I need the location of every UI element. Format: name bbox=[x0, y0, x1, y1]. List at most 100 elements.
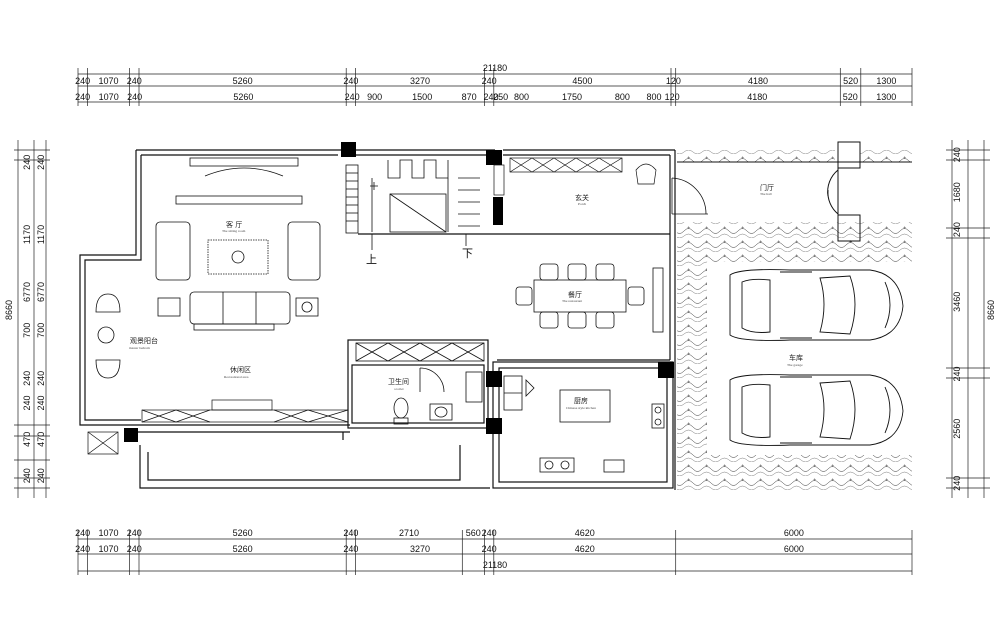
dimension-label: 240 bbox=[22, 395, 32, 410]
bottom-total-dimension: 21180 bbox=[483, 560, 507, 570]
dimension-label: 470 bbox=[36, 432, 46, 447]
dining-table bbox=[515, 263, 664, 333]
living-room-furniture bbox=[155, 157, 321, 331]
dimension-label: 5260 bbox=[233, 528, 253, 538]
dimension-label: 240 bbox=[127, 544, 142, 554]
dimension-label: 1070 bbox=[98, 76, 118, 86]
dining-label-en: The restaurant bbox=[562, 299, 582, 303]
leisure-area-label-en: Recreational area bbox=[224, 375, 249, 379]
walls bbox=[79, 149, 676, 490]
dimension-label: 900 bbox=[367, 92, 382, 102]
left-total-dimension: 8660 bbox=[4, 300, 14, 320]
living-room-label: 客 厅 bbox=[226, 220, 242, 229]
dimension-label: 240 bbox=[952, 222, 962, 237]
stairs-down-label: 下 bbox=[462, 247, 473, 260]
hall-label-en: The hall bbox=[760, 192, 772, 196]
dimension-label: 240 bbox=[22, 155, 32, 170]
dimension-label: 240 bbox=[75, 92, 90, 102]
dimension-label: 240 bbox=[952, 366, 962, 381]
dimension-label: 6000 bbox=[784, 528, 804, 538]
garage-label: 车库 bbox=[789, 353, 803, 362]
top-dimensions bbox=[77, 68, 913, 106]
dimension-label: 4620 bbox=[575, 528, 595, 538]
dimension-label: 240 bbox=[36, 155, 46, 170]
dimension-label: 240 bbox=[483, 92, 498, 102]
staircase bbox=[345, 159, 480, 250]
bathroom-fixtures bbox=[355, 342, 485, 425]
right-dimensions bbox=[946, 140, 990, 498]
dimension-label: 3270 bbox=[410, 544, 430, 554]
dimension-label: 120 bbox=[665, 92, 680, 102]
balcony-label-en: master bedrom bbox=[129, 346, 150, 350]
bottom-dimensions bbox=[77, 530, 913, 575]
dimension-label: 1070 bbox=[99, 92, 119, 102]
dimension-label: 240 bbox=[952, 147, 962, 162]
dimension-label: 1300 bbox=[876, 92, 896, 102]
dimension-label: 240 bbox=[127, 528, 142, 538]
dimension-label: 1500 bbox=[412, 92, 432, 102]
dimension-label: 560 bbox=[466, 528, 481, 538]
top-total-dimension: 21180 bbox=[483, 63, 507, 73]
kitchen-label-en: Chinese style kitchen bbox=[566, 406, 596, 410]
hall-walls bbox=[677, 141, 912, 242]
dimension-label: 240 bbox=[127, 92, 142, 102]
dimension-label: 3460 bbox=[952, 292, 962, 312]
dimension-label: 240 bbox=[952, 476, 962, 491]
dimension-label: 240 bbox=[482, 76, 497, 86]
dimension-label: 700 bbox=[22, 323, 32, 338]
entry-door bbox=[671, 177, 708, 215]
dimension-label: 800 bbox=[514, 92, 529, 102]
porch-label-en: Porch bbox=[578, 202, 586, 206]
dimension-label: 1070 bbox=[98, 544, 118, 554]
left-mid-dimension: 6770 bbox=[22, 282, 32, 302]
car-icon bbox=[729, 374, 904, 446]
dimension-label: 2560 bbox=[952, 419, 962, 439]
dimension-label: 800 bbox=[646, 92, 661, 102]
dimension-label: 240 bbox=[482, 544, 497, 554]
dimension-label: 4500 bbox=[572, 76, 592, 86]
right-total-dimension: 8660 bbox=[986, 300, 996, 320]
dimension-label: 240 bbox=[345, 92, 360, 102]
dimension-label: 4180 bbox=[748, 76, 768, 86]
structural-columns bbox=[124, 142, 674, 442]
leisure-area-label: 休闲区 bbox=[230, 365, 251, 374]
dimension-label: 240 bbox=[22, 371, 32, 386]
dimension-label: 5260 bbox=[233, 76, 253, 86]
dimension-label: 240 bbox=[36, 371, 46, 386]
dimension-label: 4180 bbox=[747, 92, 767, 102]
porch-label: 玄关 bbox=[575, 193, 589, 202]
garage-label-en: The garage bbox=[787, 363, 803, 367]
balcony-chairs bbox=[95, 293, 121, 379]
stairs-up-label: 上 bbox=[366, 253, 377, 266]
dimension-label: 1170 bbox=[22, 225, 32, 244]
dimension-label: 250 bbox=[493, 92, 508, 102]
dimension-label: 5260 bbox=[233, 544, 253, 554]
dimension-label: 240 bbox=[75, 528, 90, 538]
toilet-label-en: a toilet bbox=[394, 387, 404, 391]
dimension-label: 120 bbox=[666, 76, 681, 86]
dimension-label: 240 bbox=[36, 395, 46, 410]
dimension-label: 1300 bbox=[876, 76, 896, 86]
car-icon bbox=[729, 269, 904, 341]
dimension-label: 470 bbox=[22, 432, 32, 447]
kitchen-fixtures bbox=[503, 375, 665, 473]
living-room-label-en: The sitting room bbox=[222, 229, 246, 233]
tv-cabinet bbox=[87, 399, 349, 455]
dimension-label: 240 bbox=[22, 468, 32, 483]
dimension-label: 1750 bbox=[562, 92, 582, 102]
dimension-label: 6000 bbox=[784, 544, 804, 554]
dimension-label: 240 bbox=[36, 468, 46, 483]
dimension-label: 870 bbox=[462, 92, 477, 102]
dimension-label: 700 bbox=[36, 323, 46, 338]
dimension-label: 5260 bbox=[233, 92, 253, 102]
dimension-label: 4620 bbox=[575, 544, 595, 554]
hall-label: 门厅 bbox=[760, 183, 774, 192]
dimension-label: 520 bbox=[843, 76, 858, 86]
dimension-label: 1070 bbox=[98, 528, 118, 538]
